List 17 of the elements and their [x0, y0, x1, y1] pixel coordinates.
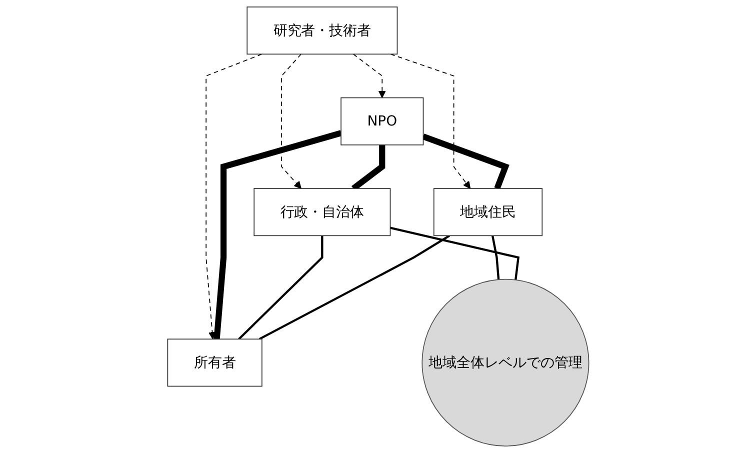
arrow: [280, 54, 302, 189]
node-circle: 地域全体レベルでの管理: [421, 278, 589, 446]
connector: [390, 226, 520, 280]
arrow: [352, 54, 386, 98]
connector: [258, 234, 450, 340]
node-box: 研究者・技術者: [246, 6, 398, 55]
connector: [351, 144, 385, 191]
connector: [238, 236, 323, 340]
connector: [213, 130, 342, 340]
arrow: [390, 54, 470, 189]
node-box: 地域住民: [433, 188, 542, 236]
connector: [491, 235, 500, 280]
node-box: NPO: [340, 97, 424, 146]
arrow: [205, 54, 262, 340]
node-box: 所有者: [167, 338, 262, 387]
connector: [422, 134, 510, 190]
node-box: 行政・自治体: [253, 188, 390, 236]
